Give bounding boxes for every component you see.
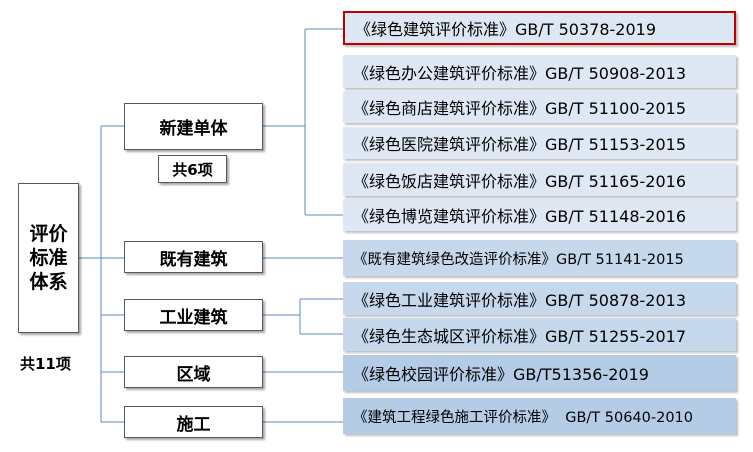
category-label: 工业建筑 xyxy=(159,307,228,328)
standard-label: 《绿色生态城区评价标准》GB/T 51255-2017 xyxy=(353,326,687,346)
standard-label: 《绿色办公建筑评价标准》GB/T 50908-2013 xyxy=(353,63,687,83)
standard-item: 《绿色工业建筑评价标准》GB/T 50878-2013 xyxy=(343,282,736,315)
standard-label: 《绿色博览建筑评价标准》GB/T 51148-2016 xyxy=(353,207,687,226)
standard-item: 《绿色医院建筑评价标准》GB/T 51153-2015 xyxy=(343,127,736,159)
standard-label: 《绿色建筑评价标准》GB/T 50378-2019 xyxy=(355,20,657,39)
root-label: 评价 标准 体系 xyxy=(29,223,68,293)
standard-label: 《绿色工业建筑评价标准》GB/T 50878-2013 xyxy=(353,290,687,310)
category-label: 既有建筑 xyxy=(159,249,228,270)
category-label: 区域 xyxy=(176,364,211,385)
standard-item: 《绿色饭店建筑评价标准》GB/T 51165-2016 xyxy=(343,163,736,196)
standard-label: 《绿色饭店建筑评价标准》GB/T 51165-2016 xyxy=(353,171,687,191)
standard-item: 《绿色办公建筑评价标准》GB/T 50908-2013 xyxy=(343,55,736,88)
category-label: 施工 xyxy=(176,414,211,435)
count-label: 共6项 xyxy=(172,160,213,179)
category-construction: 施工 xyxy=(124,406,263,438)
standard-item: 《既有建筑绿色改造评价标准》GB/T 51141-2015 xyxy=(343,240,736,276)
standard-label: 《绿色医院建筑评价标准》GB/T 51153-2015 xyxy=(353,135,687,154)
category-existing-buildings: 既有建筑 xyxy=(124,241,263,273)
standard-item: 《绿色博览建筑评价标准》GB/T 51148-2016 xyxy=(343,199,736,231)
category-industrial-buildings: 工业建筑 xyxy=(124,299,263,331)
category-new-buildings: 新建单体 xyxy=(124,103,263,150)
standard-item: 《绿色商店建筑评价标准》GB/T 51100-2015 xyxy=(343,91,736,123)
standard-item-highlighted: 《绿色建筑评价标准》GB/T 50378-2019 xyxy=(343,11,736,45)
standard-label: 《绿色校园评价标准》GB/T51356-2019 xyxy=(353,365,649,384)
root-node: 评价 标准 体系 xyxy=(18,183,79,333)
new-buildings-count: 共6项 xyxy=(158,155,227,183)
standard-item: 《绿色校园评价标准》GB/T51356-2019 xyxy=(343,355,736,391)
category-region: 区域 xyxy=(124,356,263,388)
standard-label: 《绿色商店建筑评价标准》GB/T 51100-2015 xyxy=(353,99,687,118)
standard-label: 《既有建筑绿色改造评价标准》GB/T 51141-2015 xyxy=(353,251,684,268)
standard-item: 《建筑工程绿色施工评价标准》 GB/T 50640-2010 xyxy=(343,398,736,434)
standard-item: 《绿色生态城区评价标准》GB/T 51255-2017 xyxy=(343,318,736,351)
root-count: 共11项 xyxy=(20,355,71,373)
standard-label: 《建筑工程绿色施工评价标准》 GB/T 50640-2010 xyxy=(353,409,694,426)
category-label: 新建单体 xyxy=(159,119,228,139)
